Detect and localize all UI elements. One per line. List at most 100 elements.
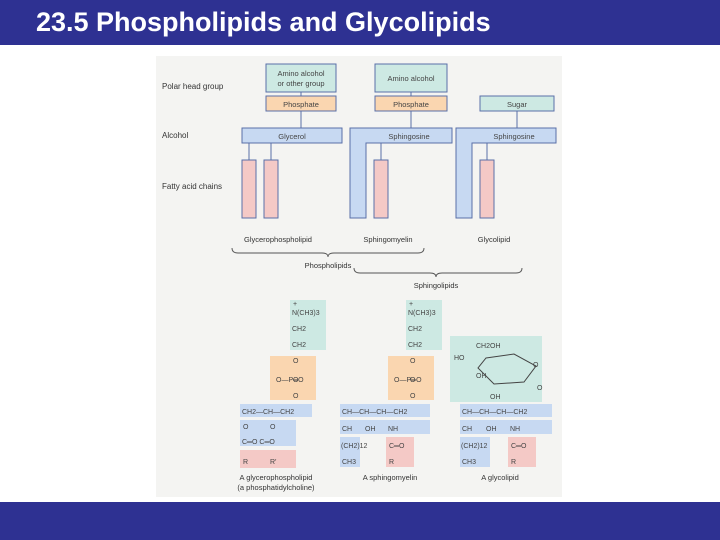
- s2-phosphate-box: [388, 356, 434, 400]
- s2-oh-nh-box: [340, 420, 430, 434]
- structure-sphingomyelin: + N(CH3)3 CH2 CH2 O O O—P═O O CH—CH—CH—C…: [340, 300, 442, 482]
- brace-sphingolipids: [353, 267, 523, 278]
- s3-sugar-box: [450, 336, 542, 402]
- s3-nh: NH: [510, 426, 520, 433]
- s3-co: C═O: [511, 443, 527, 450]
- s2-nh: NH: [388, 426, 398, 433]
- s3-backbone: CH—CH—CH—CH2: [462, 409, 527, 416]
- s1-o-left: O: [243, 424, 249, 431]
- s1-phosphate-box: [270, 356, 316, 400]
- head-box-1: [265, 63, 337, 93]
- schematic-glycolipid: Sugar Sphingosine Glycolipid: [455, 95, 557, 244]
- label-fatty-acid-chains: Fatty acid chains: [162, 182, 222, 191]
- s1-o-bot: O: [293, 393, 299, 400]
- s2-acyl-box: [386, 437, 414, 467]
- s1-caption-line2: (a phosphatidylcholine): [237, 483, 315, 492]
- fatty-chain-2: [373, 159, 389, 219]
- s3-acyl-box: [508, 437, 536, 467]
- sugar-label: Sugar: [507, 100, 528, 109]
- head-box-2: [374, 63, 448, 93]
- s1-backbone: CH2—CH—CH2: [242, 409, 294, 416]
- sphingosine-label-2: Sphingosine: [493, 132, 534, 141]
- s2-ch2a: CH2: [408, 326, 422, 333]
- s3-backbone-box: [460, 404, 552, 417]
- s1-ch2b: CH2: [292, 342, 306, 349]
- s3-ch-left: CH: [462, 426, 472, 433]
- schematic-sphingomyelin: Amino alcohol Phosphate Sphingosine Sphi…: [349, 63, 453, 244]
- s1-o-right: O: [270, 424, 276, 431]
- s2-o-top: O: [410, 358, 416, 365]
- s3-oh-bot: OH: [490, 394, 501, 401]
- name-glycolipid: Glycolipid: [478, 235, 511, 244]
- label-alcohol: Alcohol: [162, 131, 188, 140]
- s1-choline-box: [290, 300, 326, 350]
- s3-o-link: O: [537, 385, 543, 392]
- s2-o-bot: O: [410, 393, 416, 400]
- fatty-chain-1a: [241, 159, 257, 219]
- slide-title: 23.5 Phospholipids and Glycolipids: [36, 7, 491, 37]
- s2-chain-box: [340, 437, 360, 467]
- s3-ch3: CH3: [462, 459, 476, 466]
- s3-chain: (CH2)12: [461, 443, 488, 450]
- s3-sugar-ring: [477, 353, 537, 385]
- s3-oh-nh-box: [460, 420, 552, 434]
- s3-oh-mid: OH: [476, 373, 487, 380]
- head-box-2-label: Amino alcohol: [387, 74, 434, 83]
- s3-ch2oh: CH2OH: [476, 343, 501, 350]
- s1-r-prime: R′: [270, 459, 277, 466]
- s2-ch3: CH3: [342, 459, 356, 466]
- structure-glycerophospholipid: + N(CH3)3 CH2 CH2 O O O—P═O O CH2—CH—CH2…: [237, 300, 326, 492]
- fatty-chain-3: [479, 159, 495, 219]
- s3-caption: A glycolipid: [481, 473, 519, 482]
- sphingosine-shape-2: [455, 127, 557, 219]
- s3-o-ring: O: [533, 362, 539, 369]
- head-box-1-line2: or other group: [277, 79, 324, 88]
- s3-oh: OH: [486, 426, 497, 433]
- s3-chain-box: [460, 437, 490, 467]
- slide-footer: [0, 502, 720, 540]
- phosphate-label-1: Phosphate: [283, 100, 319, 109]
- s2-ch-left: CH: [342, 426, 352, 433]
- name-sphingomyelin: Sphingomyelin: [363, 235, 412, 244]
- lipid-figure: Polar head group Alcohol Fatty acid chai…: [156, 56, 562, 497]
- glycerol-box: [241, 127, 343, 144]
- s2-chain: (CH2)12: [341, 443, 368, 450]
- s2-oh: OH: [365, 426, 376, 433]
- s2-amine: N(CH3)3: [408, 310, 436, 317]
- structure-glycolipid: CH2OH HO O OH OH O CH—CH—CH—CH2 CH OH NH…: [450, 336, 552, 482]
- s1-ch2a: CH2: [292, 326, 306, 333]
- head-box-1-line1: Amino alcohol: [277, 69, 324, 78]
- sphingosine-shape-1: [349, 127, 453, 219]
- s2-r: R: [389, 459, 394, 466]
- phosphate-label-2: Phosphate: [393, 100, 429, 109]
- group-phospholipids: Phospholipids: [305, 261, 352, 270]
- s1-o-top: O: [293, 358, 299, 365]
- sphingosine-label-1: Sphingosine: [388, 132, 429, 141]
- slide-header: 23.5 Phospholipids and Glycolipids: [0, 0, 720, 45]
- s1-o-mid: O: [293, 377, 299, 384]
- s2-backbone-box: [340, 404, 430, 417]
- lipid-diagram: Polar head group Alcohol Fatty acid chai…: [162, 63, 557, 492]
- glycerol-label: Glycerol: [278, 132, 306, 141]
- group-sphingolipids: Sphingolipids: [414, 281, 459, 290]
- s1-backbone-box: [240, 404, 312, 417]
- s2-caption: A sphingomyelin: [363, 473, 418, 482]
- s1-charge: +: [293, 301, 297, 308]
- s2-ch2b: CH2: [408, 342, 422, 349]
- s3-ho: HO: [454, 355, 465, 362]
- s1-carbonyls: C═O C═O: [242, 439, 275, 446]
- braces: Phospholipids Sphingolipids: [231, 247, 523, 290]
- brace-phospholipids: [231, 247, 425, 258]
- s2-co: C═O: [389, 443, 405, 450]
- s1-r: R: [243, 459, 248, 466]
- s2-choline-box: [406, 300, 442, 350]
- label-polar-head-group: Polar head group: [162, 82, 224, 91]
- s3-r: R: [511, 459, 516, 466]
- s1-phosphate: O—P═O: [276, 377, 304, 384]
- fatty-chain-1b: [263, 159, 279, 219]
- s1-caption-line1: A glycerophospholipid: [240, 473, 313, 482]
- s2-phosphate: O—P═O: [394, 377, 422, 384]
- s1-ester-box: [240, 420, 296, 446]
- s2-backbone: CH—CH—CH—CH2: [342, 409, 407, 416]
- name-glycerophospholipid: Glycerophospholipid: [244, 235, 312, 244]
